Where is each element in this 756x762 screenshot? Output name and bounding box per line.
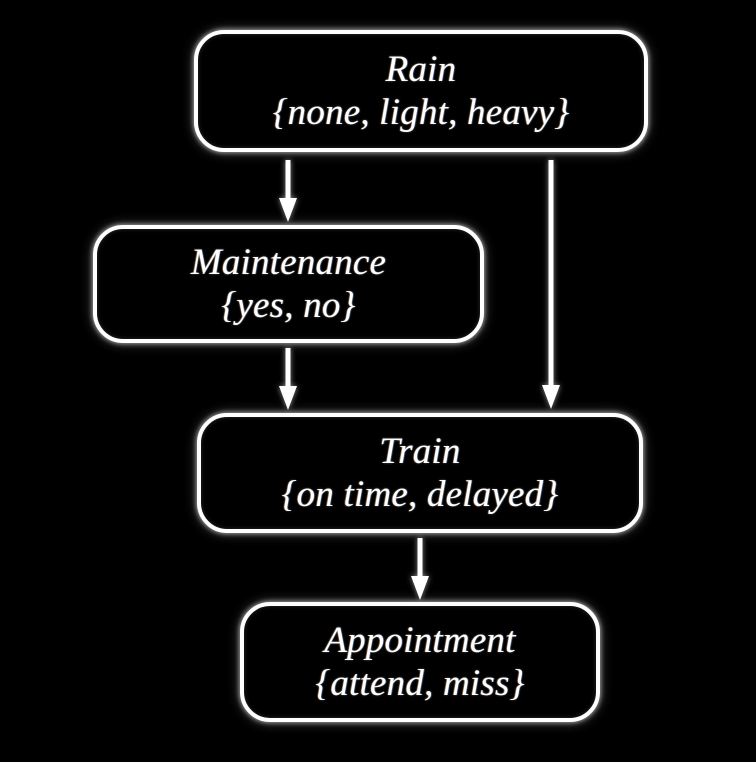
node-appointment[interactable]: Appointment {attend, miss} <box>240 602 600 722</box>
node-maintenance-states: {yes, no} <box>221 285 356 326</box>
node-appointment-title: Appointment <box>324 619 516 661</box>
node-maintenance-title: Maintenance <box>190 241 387 283</box>
node-train-states: {on time, delayed} <box>281 474 559 515</box>
node-rain-title: Rain <box>385 48 457 90</box>
node-maintenance[interactable]: Maintenance {yes, no} <box>93 225 484 343</box>
node-rain[interactable]: Rain {none, light, heavy} <box>194 30 648 152</box>
node-rain-states: {none, light, heavy} <box>272 92 570 133</box>
node-train-title: Train <box>379 430 461 472</box>
node-train[interactable]: Train {on time, delayed} <box>197 413 643 533</box>
node-appointment-states: {attend, miss} <box>315 663 525 704</box>
